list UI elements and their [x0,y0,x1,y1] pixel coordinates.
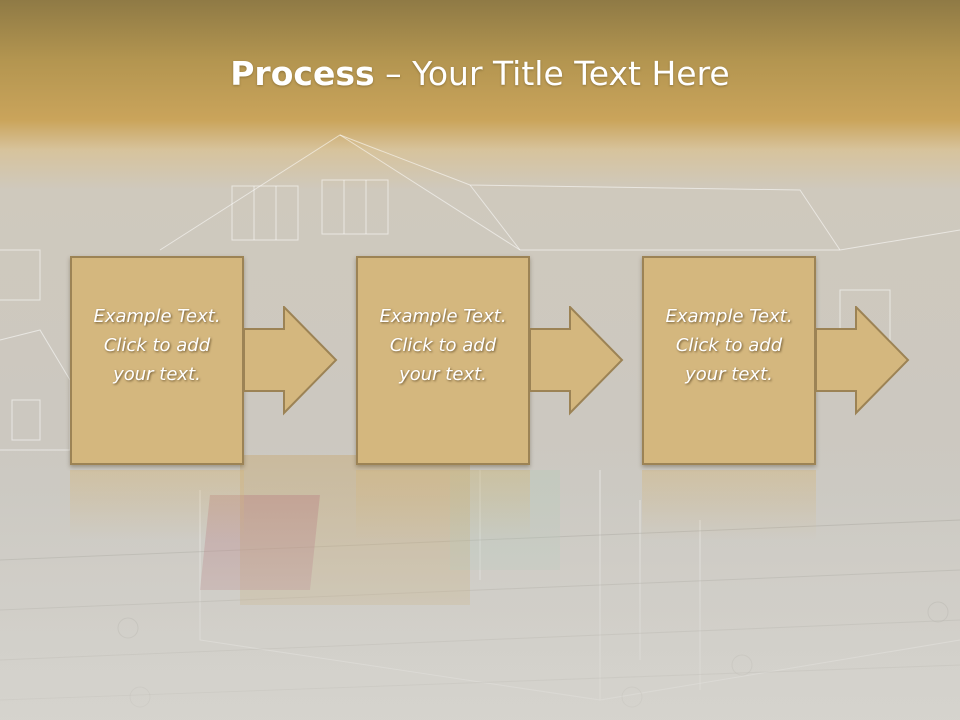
title-bold: Process [230,54,375,93]
step-box-3[interactable]: Example Text. Click to add your text. [642,256,816,465]
step-text-3: Example Text. Click to add your text. [665,306,793,385]
step-reflection [70,470,244,540]
step-reflection [356,470,530,540]
arrow-right-icon [816,306,910,416]
step-text-1: Example Text. Click to add your text. [93,306,221,385]
step-reflection [642,470,816,540]
title-rest: – Your Title Text Here [374,54,730,93]
step-text-2: Example Text. Click to add your text. [379,306,507,385]
arrow-right-icon [244,306,338,416]
slide-title[interactable]: Process – Your Title Text Here [0,52,960,96]
step-box-1[interactable]: Example Text. Click to add your text. [70,256,244,465]
arrow-right-icon [530,306,624,416]
background-fade [0,440,960,720]
step-box-2[interactable]: Example Text. Click to add your text. [356,256,530,465]
